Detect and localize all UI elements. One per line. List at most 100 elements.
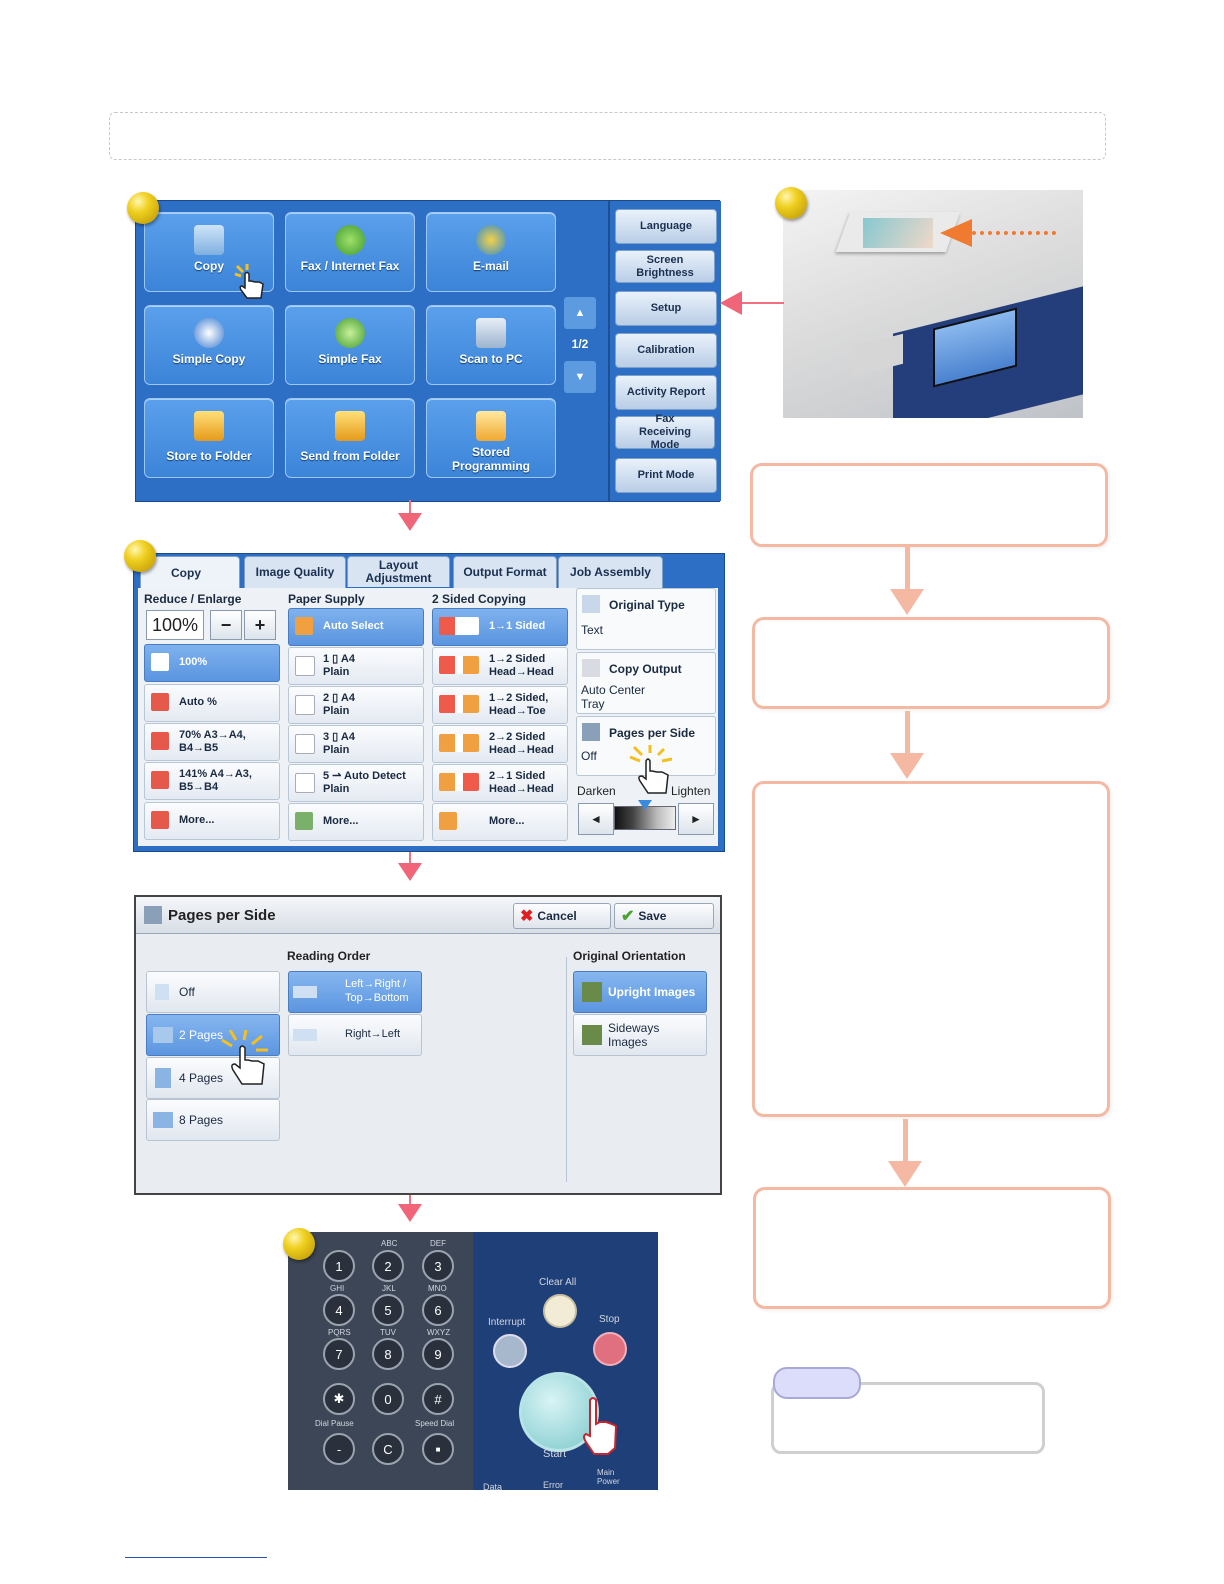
key-4[interactable]: 4 [323,1294,355,1326]
key-3[interactable]: 3 [422,1250,454,1282]
tile-stored-programming[interactable]: Stored Programming [426,398,556,478]
language-button[interactable]: Language [615,209,717,244]
interrupt-button[interactable] [493,1334,527,1368]
page-icon [155,984,169,1000]
step-text-box-3 [752,781,1110,1117]
pages-option-8[interactable]: 8 Pages [146,1099,280,1141]
zoom-option-141[interactable]: 141% A4→A3, B5→B4 [144,762,280,800]
original-type-box[interactable]: Original Type Text [576,588,716,650]
save-button[interactable]: ✔ Save [614,903,714,929]
reading-order-right-left[interactable]: Right→Left [288,1014,422,1056]
reduce-enlarge-title: Reduce / Enlarge [144,592,242,606]
stop-label: Stop [599,1314,620,1325]
fax-receiving-mode-button[interactable]: Fax Receiving Mode [615,413,715,451]
step-text-box-2 [752,617,1110,709]
key-2[interactable]: 2 [372,1250,404,1282]
zoom-option-auto[interactable]: Auto % [144,684,280,722]
control-panel-photo: ABC DEF 1 2 3 GHI JKL MNO 4 5 6 PQRS TUV… [288,1232,658,1490]
zoom-option-more[interactable]: More... [144,802,280,840]
paper-option-tray1[interactable]: 1 ▯ A4 Plain [288,647,424,685]
duplex-option-2-2[interactable]: 2→2 Sided Head→Head [432,725,568,763]
key-star[interactable]: ✱ [323,1383,355,1415]
orientation-sideways[interactable]: Sideways Images [573,1014,707,1056]
key-5[interactable]: 5 [372,1294,404,1326]
pointing-hand-icon [583,1397,618,1455]
paper-option-tray3[interactable]: 3 ▯ A4 Plain [288,725,424,763]
step-marker-photo [775,187,807,219]
duplex-option-1-2-toe[interactable]: 1→2 Sided, Head→Toe [432,686,568,724]
duplex-icon [439,656,479,674]
tab-copy[interactable]: Copy [140,556,240,590]
start-button[interactable] [519,1372,599,1452]
two-sided-title: 2 Sided Copying [432,592,527,606]
reading-order-left-right[interactable]: Left→Right / Top→Bottom [288,971,422,1013]
tile-store-folder[interactable]: Store to Folder [144,398,274,478]
scan-pc-icon [476,318,506,348]
paper-icon [295,617,313,635]
duplex-option-2-1[interactable]: 2→1 Sided Head→Head [432,764,568,802]
key-6[interactable]: 6 [422,1294,454,1326]
zoom-plus-button[interactable]: + [244,610,276,640]
print-mode-button[interactable]: Print Mode [615,458,717,493]
footer-link-underline[interactable] [125,1557,267,1558]
paper-option-auto[interactable]: Auto Select [288,608,424,646]
key-0[interactable]: 0 [372,1383,404,1415]
key-9[interactable]: 9 [422,1338,454,1370]
original-document-image [863,218,933,248]
duplex-option-1-2-head[interactable]: 1→2 Sided Head→Head [432,647,568,685]
peach-arrow-head-1 [890,589,924,615]
clear-all-button[interactable] [543,1294,577,1328]
duplex-option-more[interactable]: More... [432,803,568,841]
send-folder-icon [335,411,365,441]
tile-simple-copy[interactable]: Simple Copy [144,305,274,385]
zoom-value-field[interactable]: 100% [146,610,204,640]
page-down-button[interactable]: ▼ [564,361,596,393]
tab-layout-adjustment[interactable]: Layout Adjustment [347,556,450,587]
duplex-icon [439,773,479,791]
key-8[interactable]: 8 [372,1338,404,1370]
cancel-button[interactable]: ✖ Cancel [513,903,611,929]
down-arrow-icon: ▼ [574,371,586,383]
peach-arrow-shaft-2 [905,711,910,753]
tab-job-assembly[interactable]: Job Assembly [558,556,663,588]
duplex-option-1-1[interactable]: 1→1 Sided [432,608,568,646]
save-check-icon: ✔ [621,908,635,925]
stop-button[interactable] [593,1332,627,1366]
copy-output-box[interactable]: Copy Output Auto Center Tray [576,652,716,714]
orientation-upright[interactable]: Upright Images [573,971,707,1013]
duplex-icon [439,695,479,713]
dial-pause-key[interactable]: - [323,1433,355,1465]
darken-label: Darken [577,784,616,798]
key-7[interactable]: 7 [323,1338,355,1370]
density-slider[interactable] [614,806,676,830]
tab-image-quality[interactable]: Image Quality [244,556,346,588]
page-up-button[interactable]: ▲ [564,297,596,329]
tab-output-format[interactable]: Output Format [453,556,557,588]
zoom-minus-button[interactable]: − [210,610,242,640]
paper-option-tray2[interactable]: 2 ▯ A4 Plain [288,686,424,724]
calibration-button[interactable]: Calibration [615,333,717,368]
setup-button[interactable]: Setup [615,291,717,326]
tile-email[interactable]: E-mail [426,212,556,292]
screen-brightness-button[interactable]: Screen Brightness [615,250,715,283]
paper-option-tray5[interactable]: 5 ⇀ Auto Detect Plain [288,764,424,802]
tile-copy[interactable]: Copy [144,212,274,292]
activity-report-button[interactable]: Activity Report [615,375,717,410]
pages-option-2[interactable]: 2 Pages [146,1014,280,1056]
pages-option-off[interactable]: Off [146,971,280,1013]
darker-button[interactable]: ◄ [578,803,614,835]
paper-option-more[interactable]: More... [288,803,424,841]
zoom-option-70[interactable]: 70% A3→A4, B4→B5 [144,723,280,761]
clear-key[interactable]: C [372,1433,404,1465]
speed-dial-key[interactable]: ■ [422,1433,454,1465]
tile-send-folder[interactable]: Send from Folder [285,398,415,478]
lighter-button[interactable]: ► [678,803,714,835]
key-hash[interactable]: # [422,1383,454,1415]
duplex-icon [439,734,479,752]
tile-simple-fax[interactable]: Simple Fax [285,305,415,385]
key-1[interactable]: 1 [323,1250,355,1282]
zoom-option-100[interactable]: 100% [144,644,280,682]
pink-arrow-head-3 [398,1204,422,1222]
tile-fax[interactable]: Fax / Internet Fax [285,212,415,292]
tile-scan-pc[interactable]: Scan to PC [426,305,556,385]
